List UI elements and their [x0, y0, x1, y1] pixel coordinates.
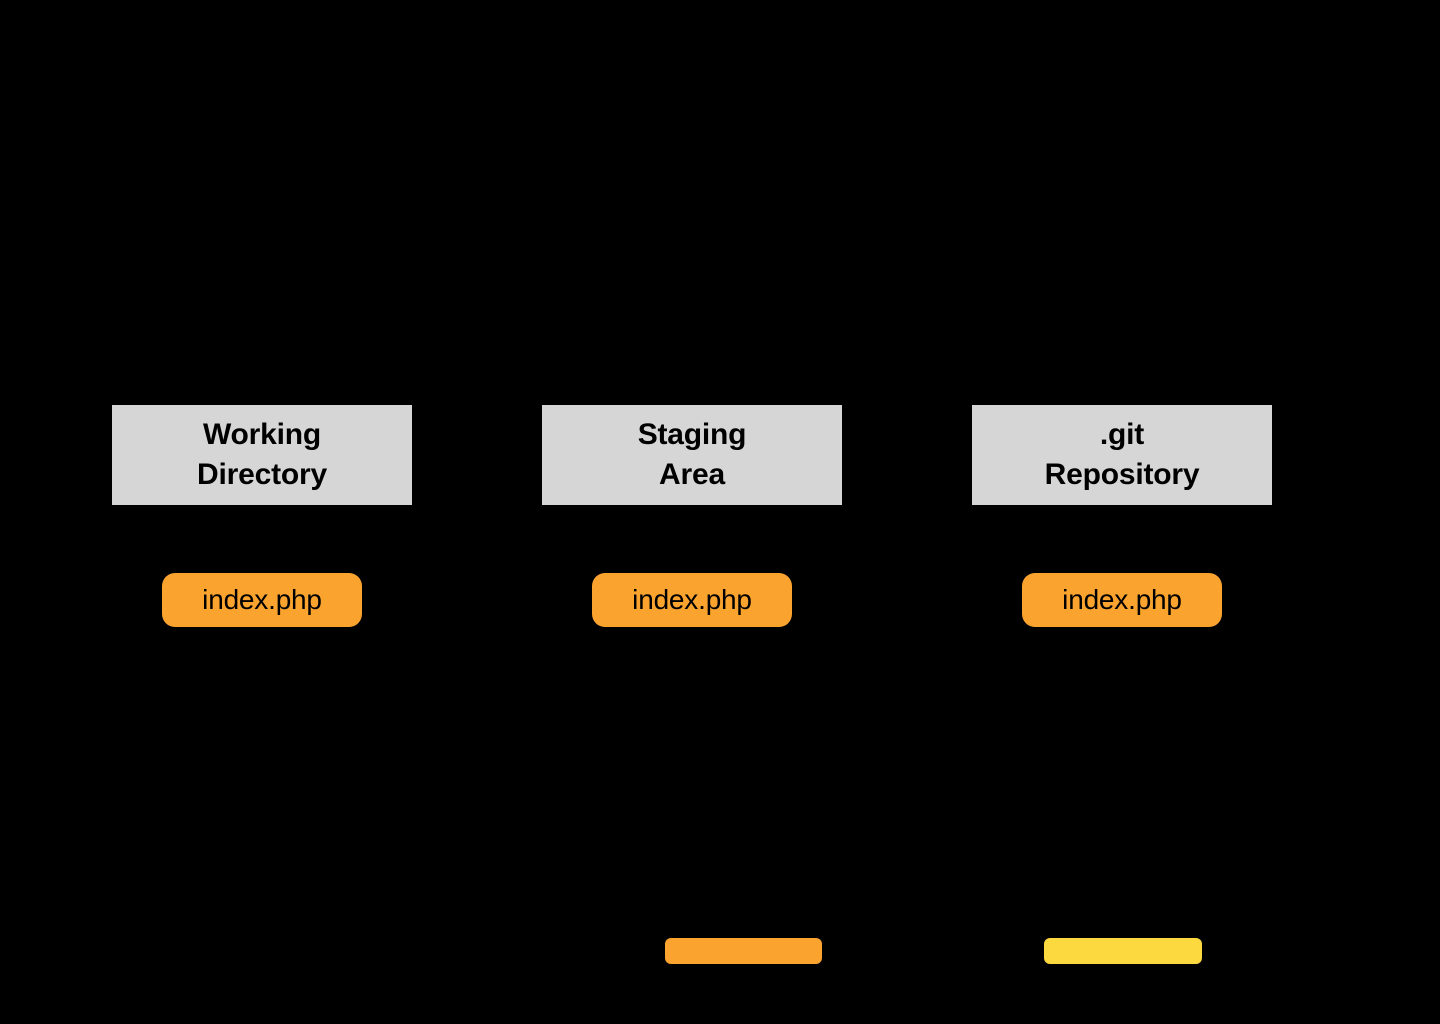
file-pill-staging-area[interactable]: index.php [592, 573, 792, 627]
column-header-staging-area: Staging Area [542, 405, 842, 505]
column-header-git-repository: .git Repository [972, 405, 1272, 505]
column-header-working-directory: Working Directory [112, 405, 412, 505]
bottom-bar-staging [665, 938, 822, 964]
bottom-bar-repository [1044, 938, 1202, 964]
file-pill-working-directory[interactable]: index.php [162, 573, 362, 627]
column-title-line1: .git [1099, 418, 1145, 452]
column-title-line1: Working [202, 418, 322, 452]
column-title-line1: Staging [637, 418, 747, 452]
column-title-line2: Repository [1044, 458, 1200, 491]
column-title-line2: Area [659, 458, 725, 491]
file-pill-git-repository[interactable]: index.php [1022, 573, 1222, 627]
column-title-line2: Directory [197, 458, 327, 491]
